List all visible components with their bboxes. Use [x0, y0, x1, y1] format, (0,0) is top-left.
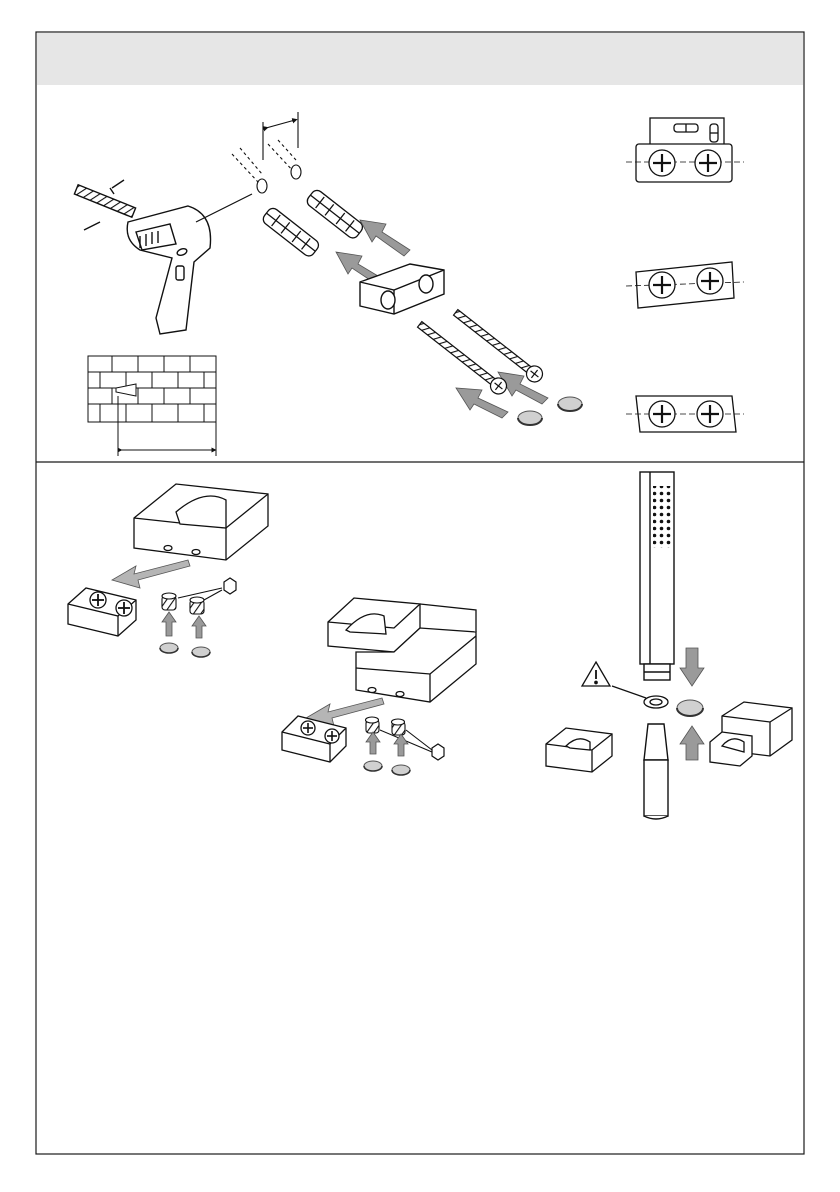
bracket-level-final [626, 396, 744, 432]
rotate-icon [677, 700, 703, 716]
page-border [36, 32, 804, 1154]
hand-shower-icon [640, 472, 674, 680]
spirit-level-icon [650, 118, 724, 146]
washer-icon [644, 696, 668, 708]
hose-icon [644, 724, 668, 819]
bracket-level-ok [626, 144, 744, 182]
hex-key-icon [432, 744, 444, 760]
hex-key-icon [224, 578, 236, 594]
header-band [37, 33, 803, 85]
